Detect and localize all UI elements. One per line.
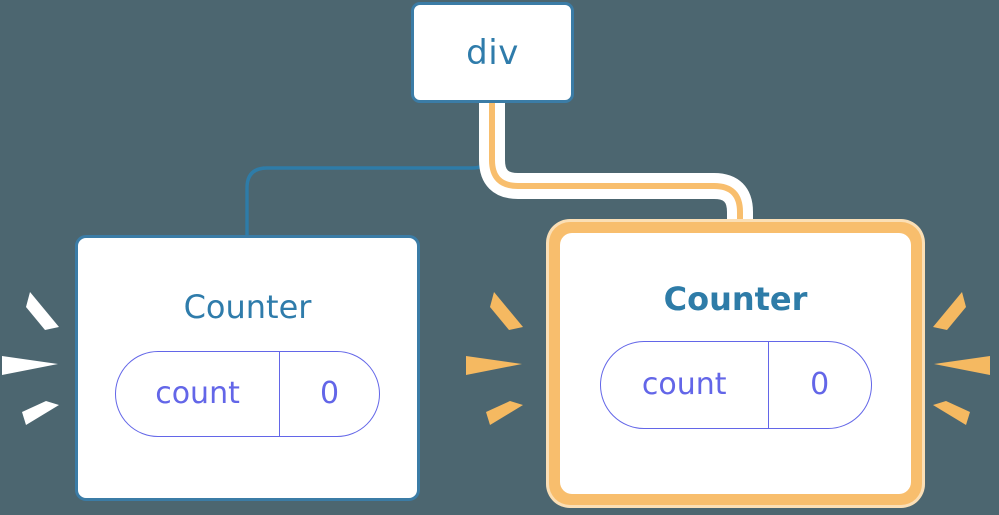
node-counter-right-highlight-ring: Counter count 0 xyxy=(546,219,925,508)
sparkle-ray-upper xyxy=(490,292,523,330)
state-value-right: 0 xyxy=(810,367,830,402)
node-counter-right[interactable]: Counter count 0 xyxy=(560,233,911,494)
node-counter-right-inner-ring: Counter count 0 xyxy=(549,222,922,505)
edge-root-to-counter-right-halo xyxy=(479,100,753,236)
state-key-right: count xyxy=(601,342,769,428)
edge-root-to-counter-right xyxy=(489,100,743,236)
edge-root-to-counter-left xyxy=(245,101,494,240)
state-key-left: count xyxy=(116,352,281,436)
node-counter-left-label: Counter xyxy=(183,288,312,326)
sparkle-ray-lower xyxy=(486,401,523,425)
node-div[interactable]: div xyxy=(411,2,574,103)
sparkle-ray-middle xyxy=(934,356,990,375)
state-value-left: 0 xyxy=(319,376,340,411)
sparkle-ray-lower xyxy=(933,401,970,425)
sparkle-ray-lower xyxy=(22,401,59,425)
sparkle-burst-middle-orange xyxy=(466,292,523,425)
sparkle-burst-right-orange xyxy=(933,292,990,425)
state-pill-left: count 0 xyxy=(115,351,380,437)
state-pill-right: count 0 xyxy=(599,341,872,429)
node-div-label: div xyxy=(466,32,519,73)
sparkle-ray-middle xyxy=(2,356,58,375)
node-counter-right-label: Counter xyxy=(663,280,808,318)
sparkle-ray-middle xyxy=(466,356,522,375)
sparkle-burst-left-white xyxy=(2,292,59,425)
sparkle-ray-upper xyxy=(26,292,59,330)
node-counter-left[interactable]: Counter count 0 xyxy=(75,235,420,501)
sparkle-ray-upper xyxy=(933,292,966,330)
